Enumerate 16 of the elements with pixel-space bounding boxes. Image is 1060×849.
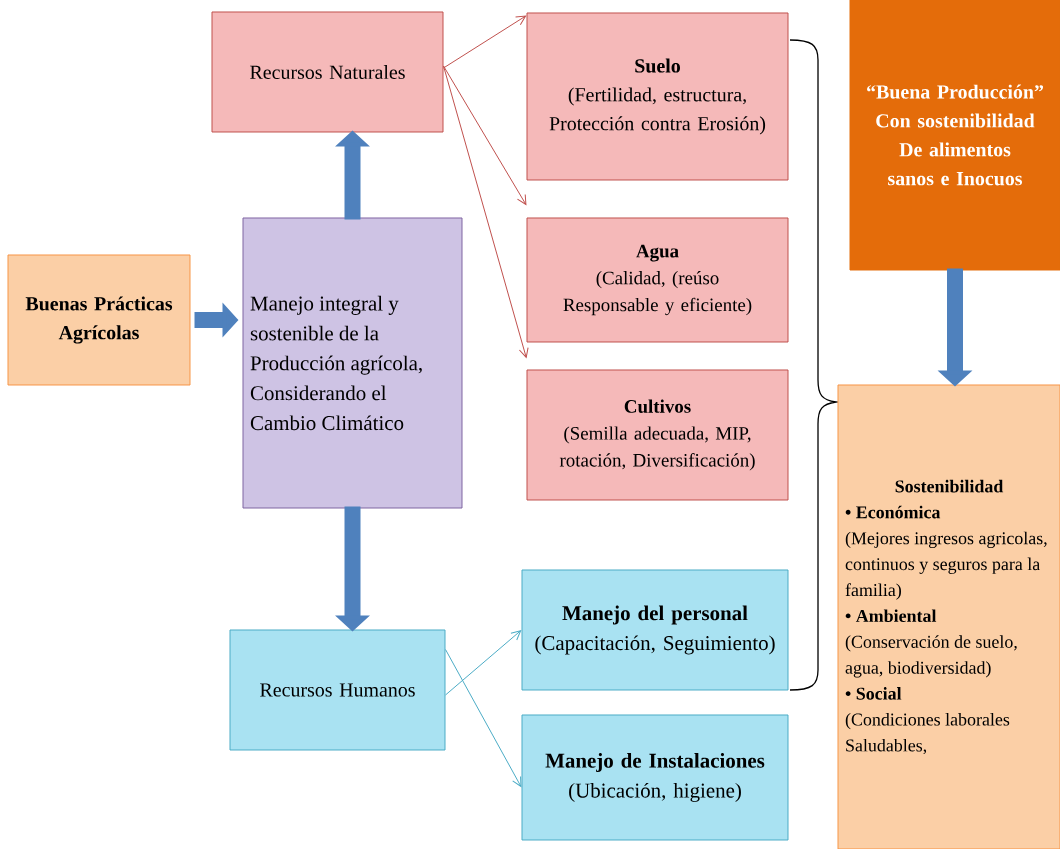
arrow: [443, 15, 527, 69]
process-box: Manejo integral y sostenible de la Producción agrícola, Considerando el Cambio Climático: [242, 217, 463, 509]
process-box: Recursos Naturales: [211, 11, 444, 133]
arrow: [443, 65, 529, 358]
process-box: Agua (Calidad, (reúso Responsable y eficiente): [526, 217, 789, 343]
sustainability-box: Sostenibilidad • Económica (Mejores ingresos agricolas, continuos y seguros para la familia) • Ambiental (Conservación de suelo, agua, biodiversidad) • Social (Condiciones laborales Saludables,: [837, 384, 1060, 849]
process-box: Manejo de Instalaciones (Ubicación, higiene): [521, 714, 789, 841]
arrow: [445, 649, 522, 787]
process-box: Cultivos (Semilla adecuada, MIP, rotación, Diversificación): [526, 369, 789, 501]
arrow: [443, 65, 527, 206]
result-box: “Buena Producción” Con sostenibilidad De alimentos sanos e Inocuos: [849, 0, 1060, 271]
process-box: Recursos Humanos: [229, 629, 446, 751]
process-box: Suelo (Fertilidad, estructura, Protección contra Erosión): [526, 12, 789, 181]
arrow: [445, 630, 522, 696]
process-box: Buenas Prácticas Agrícolas: [7, 254, 191, 386]
process-box: Manejo del personal (Capacitación, Seguimiento): [521, 569, 789, 691]
